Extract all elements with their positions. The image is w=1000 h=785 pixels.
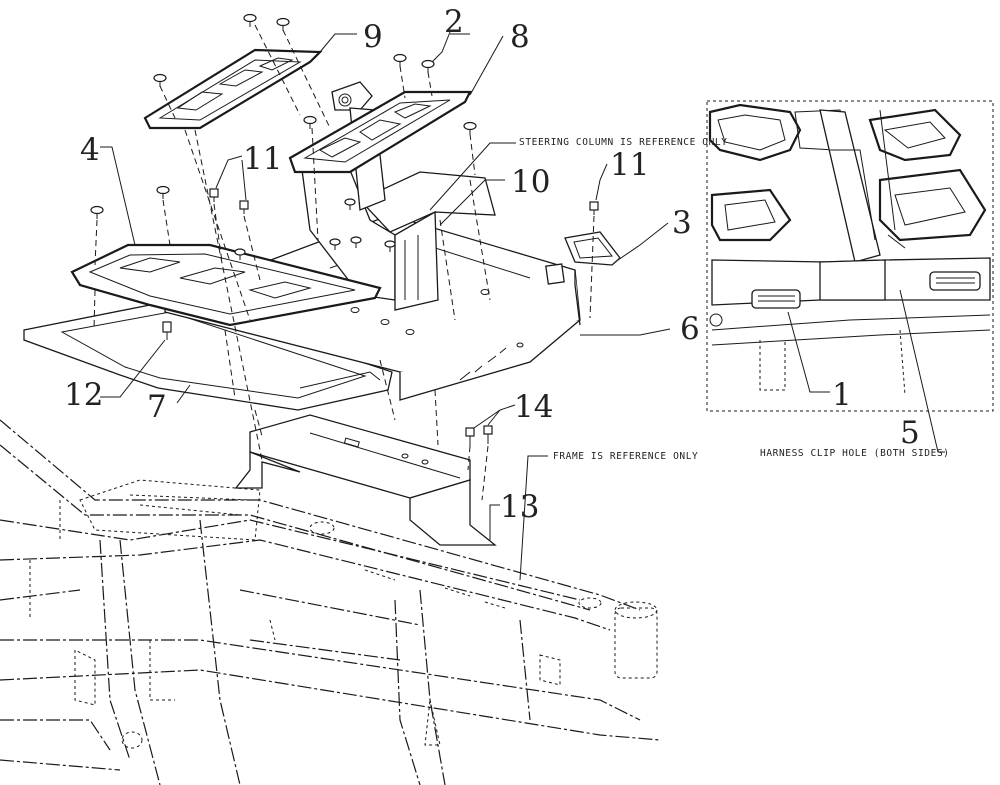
frame-mount-bracket <box>234 414 497 546</box>
left-foot-grip <box>143 48 323 130</box>
screw <box>393 53 407 67</box>
harness-clip-note: HARNESS CLIP HOLE (BOTH SIDES) <box>760 448 950 459</box>
bolt <box>483 425 493 444</box>
callout-13: 13 <box>500 489 539 525</box>
screw <box>344 198 356 210</box>
screw <box>421 59 435 73</box>
detail-inset <box>706 100 994 412</box>
frame-note: FRAME IS REFERENCE ONLY <box>553 451 698 462</box>
callout-4: 4 <box>80 132 100 168</box>
right-foot-grip <box>288 90 472 174</box>
screw <box>384 240 396 252</box>
screw <box>276 17 290 31</box>
screw <box>243 13 257 27</box>
callout-3: 3 <box>672 205 692 241</box>
fasteners <box>90 13 599 446</box>
screw <box>463 121 477 135</box>
screw <box>303 115 317 129</box>
bolt <box>162 321 172 340</box>
callout-11-right: 11 <box>610 147 649 183</box>
screw <box>350 236 362 248</box>
screw <box>234 248 246 260</box>
notes: STEERING COLUMN IS REFERENCE ONLY FRAME … <box>519 137 950 462</box>
callout-numbers: 1 2 3 4 5 6 7 8 9 10 11 11 12 13 14 <box>64 4 920 525</box>
frame-reference <box>0 419 661 785</box>
callout-12: 12 <box>64 377 103 413</box>
callout-1: 1 <box>832 377 852 413</box>
callout-10: 10 <box>511 164 550 200</box>
center-panel <box>299 144 496 311</box>
assembly-lines <box>93 24 595 501</box>
screw <box>329 238 341 250</box>
callout-2: 2 <box>444 4 464 40</box>
callout-9: 9 <box>363 19 383 55</box>
steering-column-note: STEERING COLUMN IS REFERENCE ONLY <box>519 137 728 148</box>
screw <box>153 73 167 87</box>
clip <box>239 200 249 214</box>
screw <box>90 205 104 219</box>
callout-11-left: 11 <box>243 141 282 177</box>
callout-14: 14 <box>514 389 553 425</box>
callout-7: 7 <box>147 389 167 425</box>
callout-8: 8 <box>510 19 530 55</box>
screw <box>156 185 170 199</box>
clip <box>209 188 219 202</box>
clip <box>589 201 599 215</box>
floor-grip <box>70 243 382 327</box>
callout-6: 6 <box>680 311 700 347</box>
callout-5: 5 <box>900 415 920 451</box>
bolt <box>465 427 475 446</box>
leaders <box>100 31 945 581</box>
